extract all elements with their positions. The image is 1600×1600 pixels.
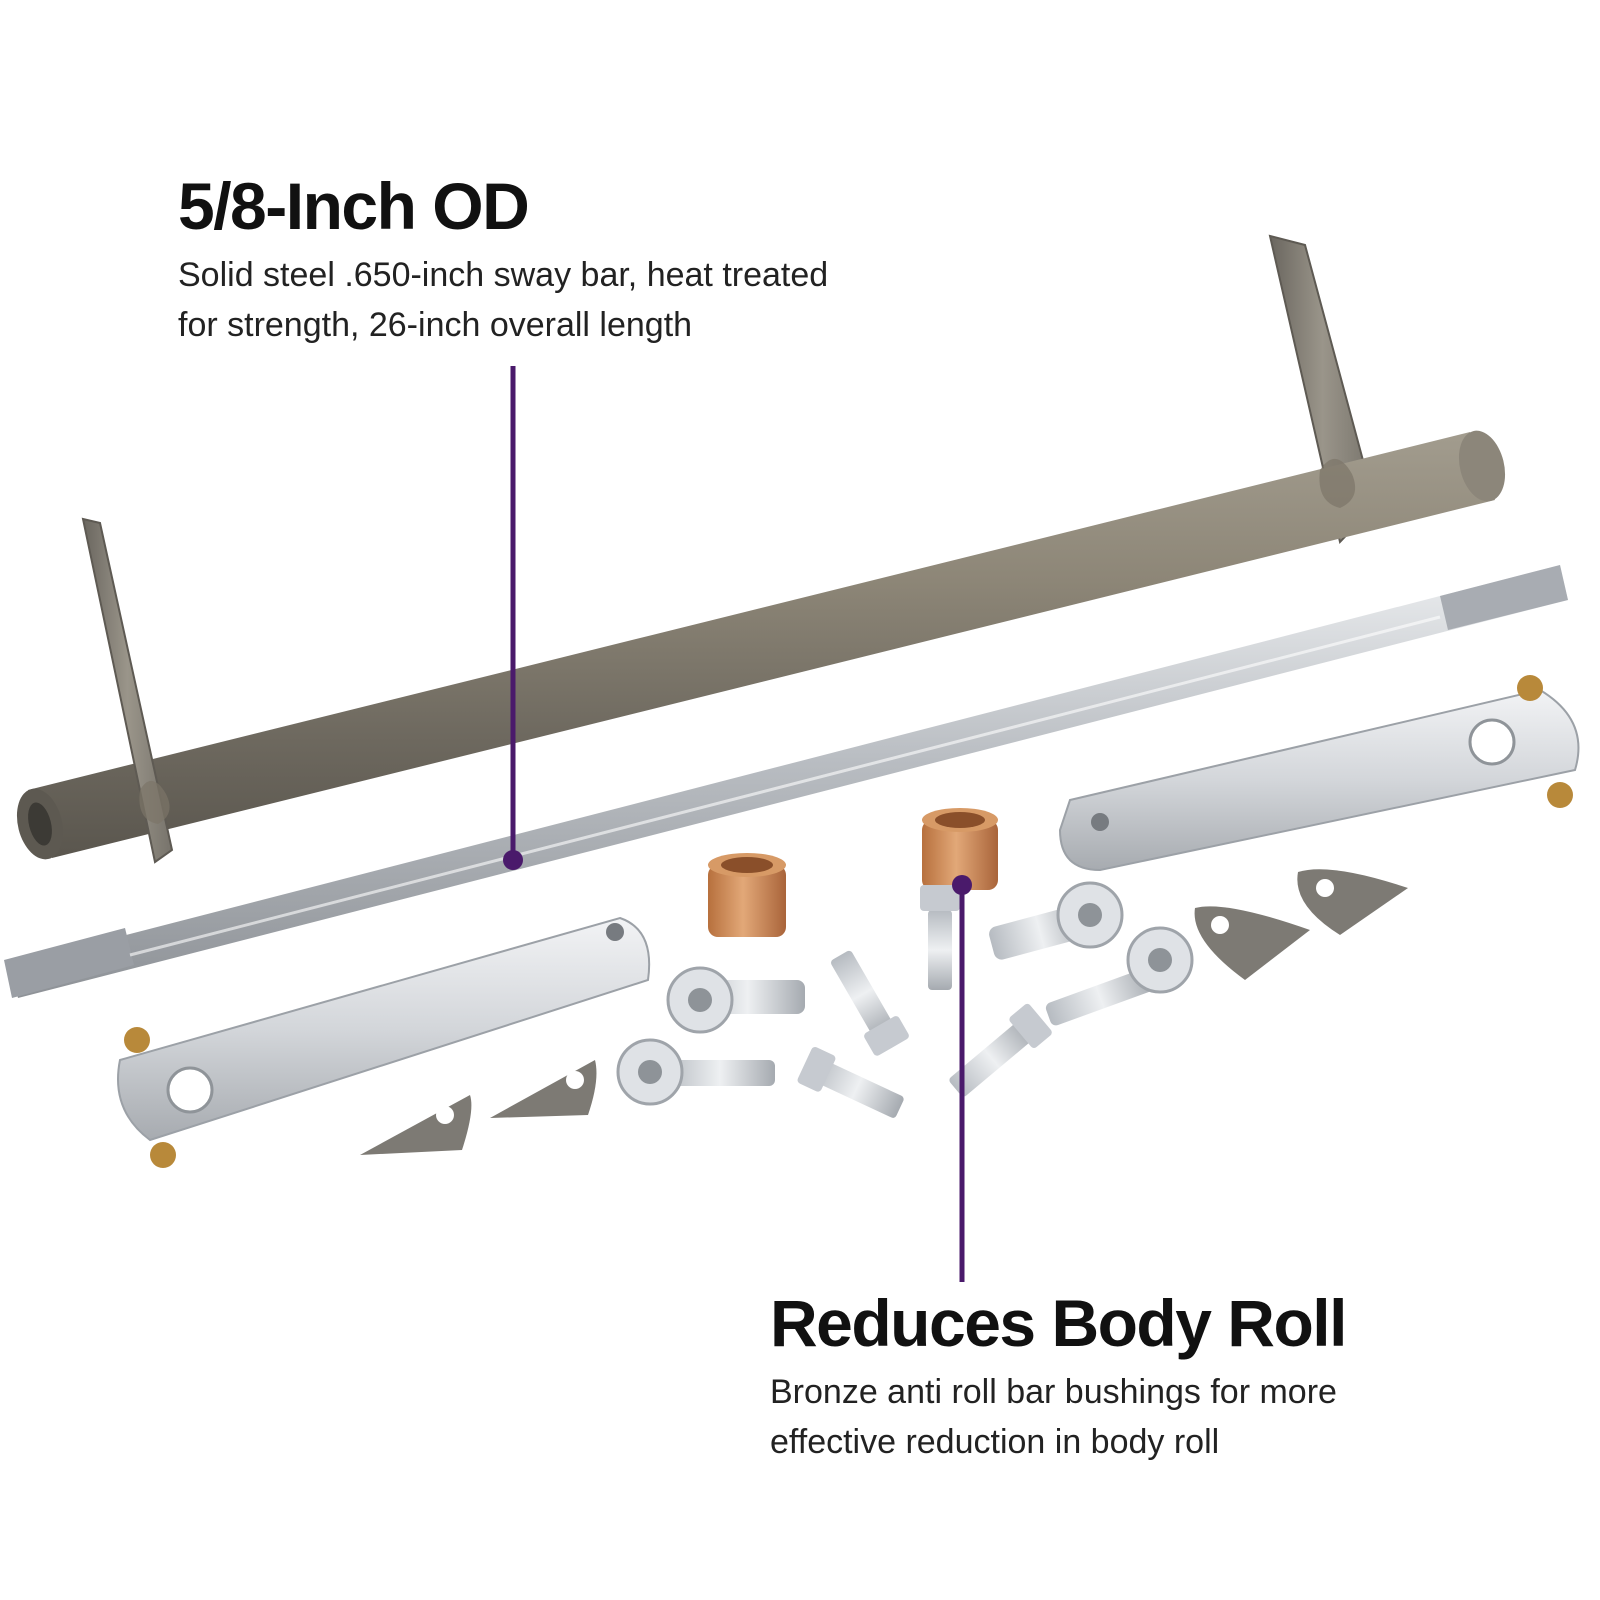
tube-end-left-bore <box>28 802 52 846</box>
arm-left-end-hole <box>606 923 624 941</box>
tube-end-right <box>1458 430 1506 502</box>
arm-left <box>117 916 651 1168</box>
rod-end-4 <box>1045 926 1194 1026</box>
bolt-4 <box>949 1003 1052 1097</box>
body-roll-callout-description: Bronze anti roll bar bushings for more e… <box>770 1367 1470 1467</box>
body-roll-callout-line-2: effective reduction in body roll <box>770 1423 1220 1461</box>
body-roll-callout: Reduces Body Roll Bronze anti roll bar b… <box>770 1285 1470 1467</box>
bronze-bushing-1 <box>708 853 786 937</box>
spline-end-right <box>1440 565 1568 630</box>
arm-right <box>1058 675 1580 872</box>
bronze-bushing-2 <box>922 808 998 890</box>
tube-weld-right <box>1319 458 1356 508</box>
rod-end-2 <box>616 1038 775 1106</box>
tube-weld-left <box>139 780 170 824</box>
od-leader-dot <box>503 850 523 870</box>
arm-left-nut-bottom <box>150 1142 176 1168</box>
steel-tab-4 <box>1297 869 1408 935</box>
rod-end-3 <box>989 881 1124 960</box>
od-callout-line-1: Solid steel .650-inch sway bar, heat tre… <box>178 256 829 294</box>
body-roll-callout-title: Reduces Body Roll <box>770 1286 1347 1360</box>
arm-right-body <box>1058 688 1580 872</box>
od-callout-description: Solid steel .650-inch sway bar, heat tre… <box>178 250 978 350</box>
roll-leader-dot <box>952 875 972 895</box>
arm-left-body <box>117 916 651 1142</box>
rod-end-1 <box>666 966 805 1034</box>
steel-tab-3 <box>1194 906 1310 980</box>
steel-tab-1 <box>360 1095 472 1155</box>
tube-body <box>28 432 1495 858</box>
arm-left-pivot-hole <box>166 1066 214 1114</box>
sway-bar-body <box>10 565 1568 998</box>
body-roll-callout-line-1: Bronze anti roll bar bushings for more <box>770 1373 1337 1411</box>
bolt-3 <box>797 1047 904 1118</box>
left-mounting-plate <box>81 517 174 864</box>
steel-tab-2 <box>490 1060 597 1118</box>
sway-bar-highlight <box>129 615 1441 957</box>
od-callout-line-2: for strength, 26-inch overall length <box>178 306 693 344</box>
arm-right-pivot-hole <box>1468 718 1516 766</box>
arm-right-end-hole <box>1091 813 1109 831</box>
spline-end-left <box>4 928 134 998</box>
bolt-1 <box>831 950 909 1056</box>
mounting-tube <box>16 234 1506 864</box>
bolt-2 <box>920 885 960 990</box>
od-callout-title: 5/8-Inch OD <box>178 169 530 243</box>
arm-right-nut-bottom <box>1547 782 1573 808</box>
arm-left-nut-top <box>124 1027 150 1053</box>
od-callout: 5/8-Inch OD Solid steel .650-inch sway b… <box>178 168 978 350</box>
sway-bar <box>4 565 1568 998</box>
arm-right-nut-top <box>1517 675 1543 701</box>
